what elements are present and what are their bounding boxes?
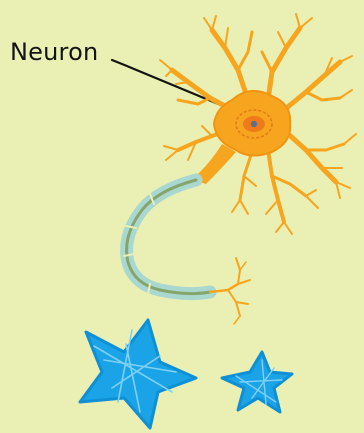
axon-terminal xyxy=(210,258,250,324)
nucleolus xyxy=(251,121,257,127)
star-scribble-large xyxy=(80,320,196,428)
neuron-illustration xyxy=(124,14,356,324)
star-scribble-small xyxy=(222,352,292,412)
axon xyxy=(124,180,210,294)
